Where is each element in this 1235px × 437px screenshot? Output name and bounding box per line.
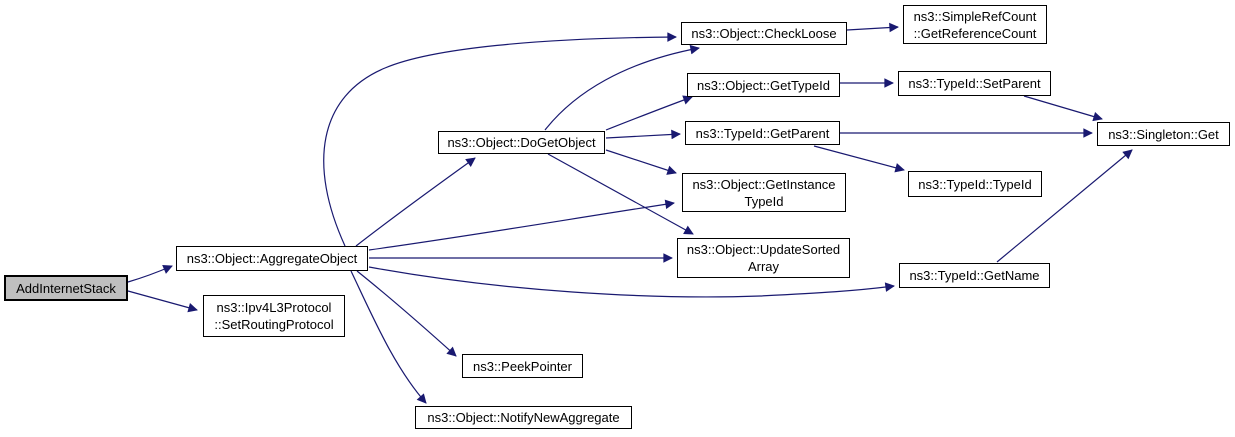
edge-aggregateobject-to-dogetobject — [355, 157, 476, 247]
edge-aggregateobject-to-getinstancetypeid — [368, 199, 675, 251]
edge-getname-to-singletonget — [996, 149, 1133, 263]
edge-aggregateobject-to-peekpointer — [356, 270, 457, 357]
edge-dogetobject-to-getparent — [605, 129, 681, 140]
node-update-sorted-array[interactable]: ns3::Object::UpdateSorted Array — [677, 238, 850, 278]
edge-aggregateobject-to-checkloose — [323, 32, 677, 247]
node-singleton-get[interactable]: ns3::Singleton::Get — [1097, 122, 1230, 146]
node-get-name[interactable]: ns3::TypeId::GetName — [899, 263, 1050, 288]
node-type-id-constructor[interactable]: ns3::TypeId::TypeId — [908, 171, 1042, 197]
node-do-get-object[interactable]: ns3::Object::DoGetObject — [438, 131, 605, 154]
node-get-parent[interactable]: ns3::TypeId::GetParent — [685, 121, 840, 145]
edge-dogetobject-to-checkloose — [544, 44, 700, 131]
node-add-internet-stack: AddInternetStack — [4, 275, 128, 301]
edge-setparent-to-singletonget — [1023, 95, 1103, 122]
edge-checkloose-to-getreferencecount — [846, 22, 899, 33]
node-set-routing-protocol[interactable]: ns3::Ipv4L3Protocol ::SetRoutingProtocol — [203, 295, 345, 337]
edge-dogetobject-to-getinstancetypeid — [605, 149, 677, 175]
node-peek-pointer[interactable]: ns3::PeekPointer — [462, 354, 583, 378]
node-set-parent[interactable]: ns3::TypeId::SetParent — [898, 71, 1051, 96]
node-get-type-id[interactable]: ns3::Object::GetTypeId — [687, 73, 840, 97]
edge-getparent-to-typeidctor — [813, 145, 905, 173]
node-notify-new-aggregate[interactable]: ns3::Object::NotifyNewAggregate — [415, 406, 632, 429]
edge-aggregateobject-to-notifynewaggregate — [350, 270, 427, 404]
edge-addinternetstack-to-setroutingprotocol — [127, 290, 198, 313]
node-get-reference-count[interactable]: ns3::SimpleRefCount ::GetReferenceCount — [903, 5, 1047, 44]
edge-addinternetstack-to-aggregateobject — [127, 264, 173, 283]
node-get-instance-type-id[interactable]: ns3::Object::GetInstance TypeId — [682, 173, 846, 212]
edge-aggregateobject-to-getname — [368, 266, 895, 298]
node-aggregate-object[interactable]: ns3::Object::AggregateObject — [176, 246, 368, 271]
edge-dogetobject-to-updatesortedarray — [547, 153, 694, 235]
node-check-loose[interactable]: ns3::Object::CheckLoose — [681, 22, 847, 45]
edge-dogetobject-to-gettypeid — [605, 95, 693, 131]
